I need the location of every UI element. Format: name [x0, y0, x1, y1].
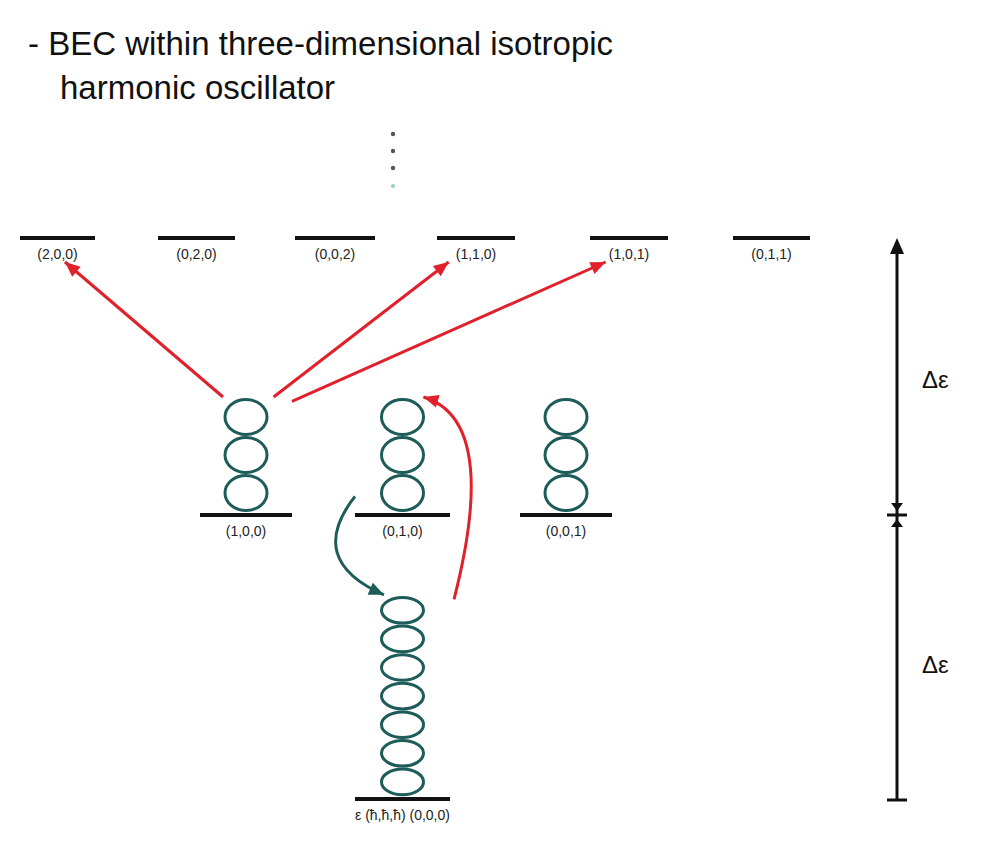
- boson-circle: [545, 400, 587, 435]
- boson-circle: [225, 438, 267, 473]
- transition-line: [423, 397, 471, 599]
- boson-circle: [382, 626, 424, 652]
- boson-circle: [382, 740, 424, 766]
- level-line: [520, 513, 612, 517]
- energy-level: (1,1,0): [437, 236, 515, 262]
- transition-line: [336, 496, 384, 594]
- boson-stack: [355, 397, 450, 513]
- transition-line: [65, 262, 223, 397]
- energy-level: (2,0,0): [20, 236, 95, 262]
- level-line: [295, 236, 375, 240]
- energy-level: (0,0,2): [295, 236, 375, 262]
- transition-arrow: [65, 262, 223, 397]
- energy-level: (0,1,0): [355, 397, 450, 539]
- state-label: (0,0,2): [315, 246, 355, 262]
- level-line: [437, 236, 515, 240]
- boson-stack: [520, 397, 612, 513]
- state-label: (2,0,0): [37, 246, 77, 262]
- continuation-dots: [391, 132, 395, 188]
- level-line: [590, 236, 668, 240]
- energy-gap-label: Δε: [922, 651, 949, 679]
- boson-circle: [382, 683, 424, 709]
- energy-level: ε (ħ,ħ,ħ) (0,0,0): [351, 595, 454, 823]
- transition-line: [292, 262, 606, 401]
- boson-circle: [225, 400, 267, 435]
- transition-line: [274, 262, 449, 397]
- level-line: [355, 513, 450, 517]
- arrow-head: [65, 262, 81, 277]
- state-label: (0,0,1): [546, 523, 586, 539]
- energy-level: (0,0,1): [520, 397, 612, 539]
- energy-level: (0,2,0): [158, 236, 235, 262]
- transition-arrow: [292, 262, 606, 401]
- boson-circle: [225, 476, 267, 511]
- boson-circle: [382, 654, 424, 680]
- state-label: ε (ħ,ħ,ħ) (0,0,0): [355, 807, 450, 823]
- level-line: [200, 513, 292, 517]
- transition-arrow: [274, 262, 449, 397]
- level-line: [355, 797, 450, 801]
- boson-stack: [200, 397, 292, 513]
- energy-level: (1,0,0): [200, 397, 292, 539]
- boson-circle: [382, 712, 424, 738]
- boson-circle: [382, 769, 424, 795]
- state-label: (1,0,0): [226, 523, 266, 539]
- transition-arrow: [423, 395, 471, 599]
- boson-circle: [545, 476, 587, 511]
- boson-circle: [382, 438, 424, 473]
- energy-gap-label: Δε: [922, 366, 949, 394]
- boson-circle: [382, 476, 424, 511]
- energy-level: (1,0,1): [590, 236, 668, 262]
- arrow-head: [433, 262, 449, 276]
- boson-stack: [351, 595, 454, 797]
- state-label: (1,1,0): [456, 246, 496, 262]
- level-line: [733, 236, 810, 240]
- level-line: [20, 236, 95, 240]
- diagram-title: - BEC within three-dimensional isotropic…: [28, 22, 620, 110]
- state-label: (0,1,1): [751, 246, 791, 262]
- scale-arrow: [887, 238, 907, 800]
- arrow-head: [423, 395, 439, 407]
- boson-circle: [382, 597, 424, 623]
- state-label: (0,2,0): [176, 246, 216, 262]
- arrow-head: [589, 262, 605, 274]
- level-line: [158, 236, 235, 240]
- state-label: (0,1,0): [382, 523, 422, 539]
- boson-circle: [545, 438, 587, 473]
- state-label: (1,0,1): [609, 246, 649, 262]
- arrow-head: [368, 583, 384, 595]
- energy-level: (0,1,1): [733, 236, 810, 262]
- boson-circle: [382, 400, 424, 435]
- transition-arrow: [336, 496, 384, 594]
